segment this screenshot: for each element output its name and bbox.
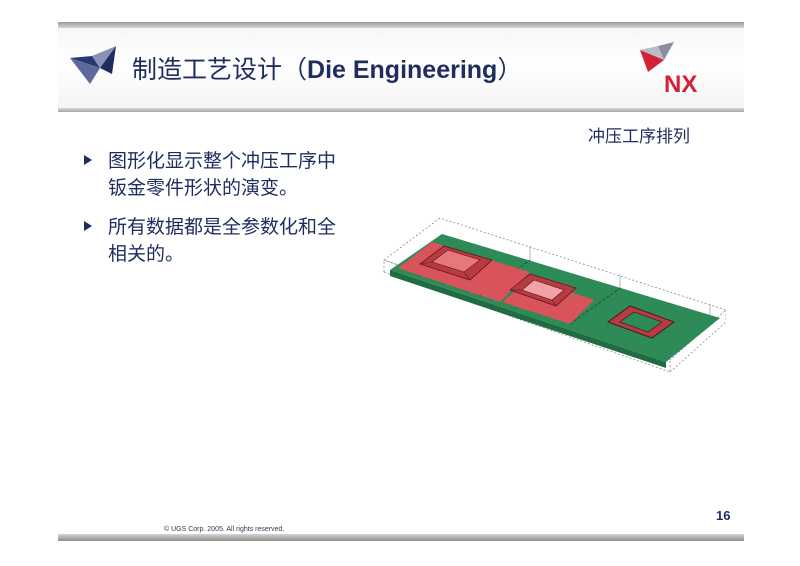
stage-2-part — [502, 273, 594, 324]
title-close: ） — [497, 55, 523, 84]
die-strip-layout-image — [383, 217, 726, 373]
page-number: 16 — [716, 508, 731, 523]
title-cn: 制造工艺设计（ — [132, 55, 308, 84]
stage-3-part — [607, 305, 675, 339]
bullet-text: 所有数据都是全参数化和全相关的。 — [108, 216, 337, 265]
stage-1-part — [398, 242, 530, 302]
header-bottom-rule — [58, 108, 744, 112]
nx-logo-text: NX — [664, 71, 697, 96]
section-subtitle: 冲压工序排列 — [588, 127, 690, 147]
bullet-arrow-icon — [84, 221, 92, 231]
ugs-logo-icon — [70, 46, 116, 84]
title-en: Die Engineering — [307, 56, 498, 84]
nx-logo-icon: NX — [640, 42, 697, 96]
bullet-item: 所有数据都是全参数化和全相关的。 — [84, 214, 354, 268]
footer-rule — [58, 534, 744, 541]
page-title: 制造工艺设计（Die Engineering） — [132, 50, 522, 86]
header-top-rule — [58, 22, 744, 28]
bullet-item: 图形化显示整个冲压工序中钣金零件形状的演变。 — [84, 148, 354, 202]
header-band — [58, 28, 744, 110]
bullet-arrow-icon — [84, 155, 92, 165]
bullet-text: 图形化显示整个冲压工序中钣金零件形状的演变。 — [108, 150, 337, 199]
copyright-notice: © UGS Corp. 2005. All rights reserved. — [164, 526, 285, 533]
bullet-list: 图形化显示整个冲压工序中钣金零件形状的演变。 所有数据都是全参数化和全相关的。 — [84, 148, 354, 280]
